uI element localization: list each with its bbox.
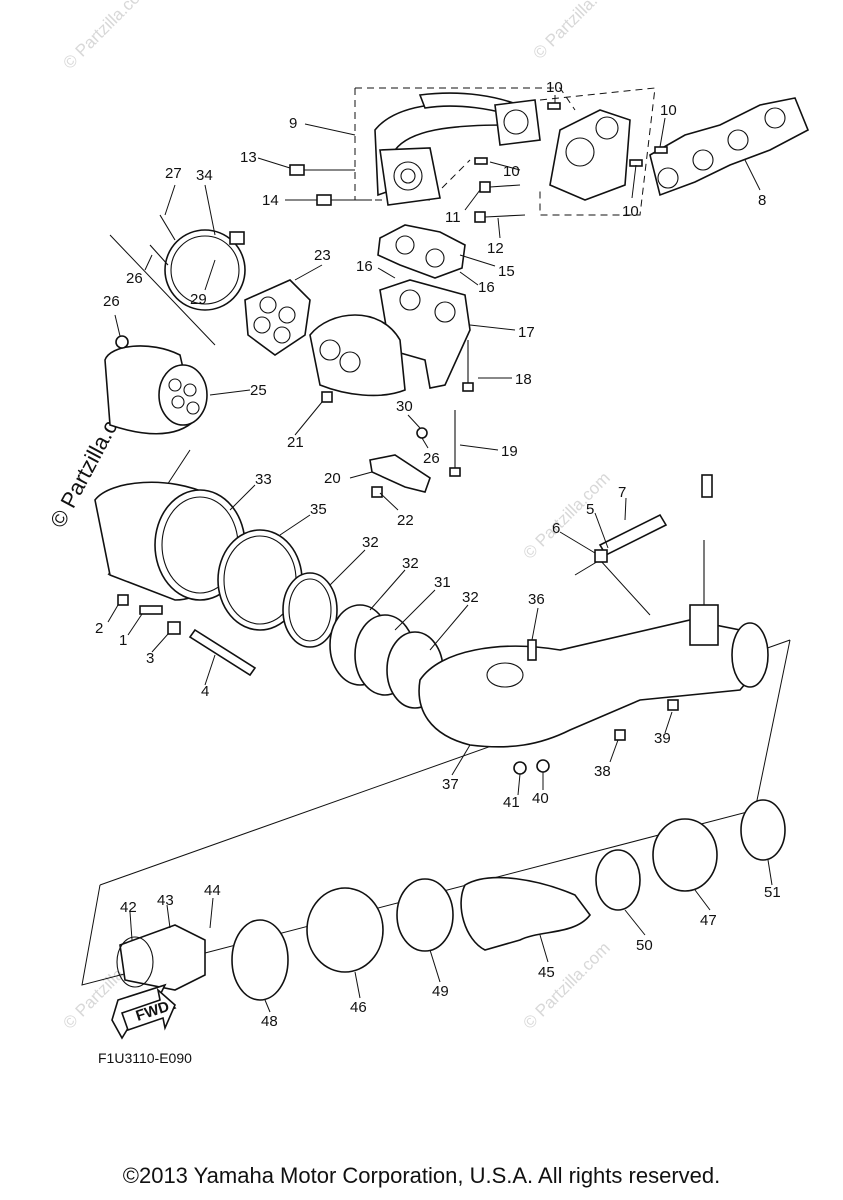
watermark: © Partzilla.com (519, 938, 613, 1032)
callout-50: 50 (636, 937, 653, 954)
callout-23: 23 (314, 247, 331, 264)
callout-45: 45 (538, 964, 555, 981)
callout-43: 43 (157, 892, 174, 909)
muffler-24 (104, 345, 208, 435)
callout-29: 29 (190, 291, 207, 308)
callout-3: 3 (146, 650, 154, 667)
callout-9: 9 (289, 115, 297, 132)
callout-12: 12 (487, 240, 504, 257)
bolts-middle (115, 214, 474, 498)
callout-16a: 16 (356, 258, 373, 275)
callout-41: 41 (503, 794, 520, 811)
callout-32b: 32 (462, 589, 479, 606)
water-lock-36 (418, 540, 769, 748)
callout-48: 48 (261, 1013, 278, 1030)
callout-4: 4 (201, 683, 209, 700)
figure-code: F1U3110-E090 (98, 1050, 192, 1066)
callout-25: 26 (126, 270, 143, 287)
callout-47: 47 (700, 912, 717, 929)
exhaust-chamber-17 (309, 279, 471, 397)
callout-36: 37 (442, 776, 459, 793)
callout-24: 25 (250, 382, 267, 399)
watermark: © Partzilla.com (519, 468, 613, 562)
exhaust-manifold-9 (374, 92, 541, 206)
watermark: © Partzilla.com (529, 0, 623, 63)
small-parts-middle (117, 474, 713, 775)
callout-38: 38 (594, 763, 611, 780)
bolts-upper (289, 102, 668, 223)
callout-37: 36 (528, 591, 545, 608)
gasket-8 (649, 97, 810, 197)
callout-40: 40 (532, 790, 549, 807)
callout-20: 20 (324, 470, 341, 487)
callout-49: 49 (432, 983, 449, 1000)
callout-32a: 32 (402, 555, 419, 572)
callout-16b: 16 (478, 279, 495, 296)
callout-6: 6 (552, 520, 560, 537)
callout-30: 31 (434, 574, 451, 591)
exhaust-manifold-rear (549, 109, 631, 201)
gasket-23 (244, 279, 311, 356)
callout-14: 14 (262, 192, 279, 209)
callout-33: 33 (255, 471, 272, 488)
callout-10c: 10 (503, 163, 520, 180)
callout-labels: 9 13 14 10 10 10 10 8 11 12 27 34 23 16 … (95, 79, 781, 1030)
callout-28: 30 (396, 398, 413, 415)
callout-19: 19 (501, 443, 518, 460)
callout-18: 18 (515, 371, 532, 388)
callout-27: 27 (165, 165, 182, 182)
callout-17: 17 (518, 324, 535, 341)
callout-13: 13 (240, 149, 257, 166)
callout-5: 5 (586, 501, 594, 518)
lower-hose-parts (111, 799, 786, 1040)
callout-51: 51 (764, 884, 781, 901)
callout-44: 44 (204, 882, 221, 899)
callout-21: 21 (287, 434, 304, 451)
callout-1: 1 (119, 632, 127, 649)
callout-42: 42 (120, 899, 137, 916)
callout-46: 46 (350, 999, 367, 1016)
callout-35: 35 (310, 501, 327, 518)
gasket-15 (377, 224, 466, 279)
copyright-notice: ©2013 Yamaha Motor Corporation, U.S.A. A… (122, 1163, 721, 1188)
callout-26b: 26 (423, 450, 440, 467)
callout-15: 15 (498, 263, 515, 280)
callout-39: 39 (654, 730, 671, 747)
callout-11: 11 (445, 209, 461, 226)
hose-30-clamps-32 (329, 604, 444, 709)
callout-10d: 10 (622, 203, 639, 220)
ring-31 (282, 572, 338, 648)
watermark: © Partzilla.com (59, 0, 153, 73)
callout-26a: 26 (103, 293, 120, 310)
callout-10a: 10 (546, 79, 563, 96)
callout-34: 34 (196, 167, 213, 184)
callout-7: 7 (618, 484, 626, 501)
callout-8: 8 (758, 192, 766, 209)
callout-22: 22 (397, 512, 414, 529)
callout-2: 2 (95, 620, 103, 637)
leader-lines (107, 95, 773, 1013)
callout-31: 32 (362, 534, 379, 551)
clamp-34 (164, 229, 246, 311)
callout-10b: 10 (660, 102, 677, 119)
